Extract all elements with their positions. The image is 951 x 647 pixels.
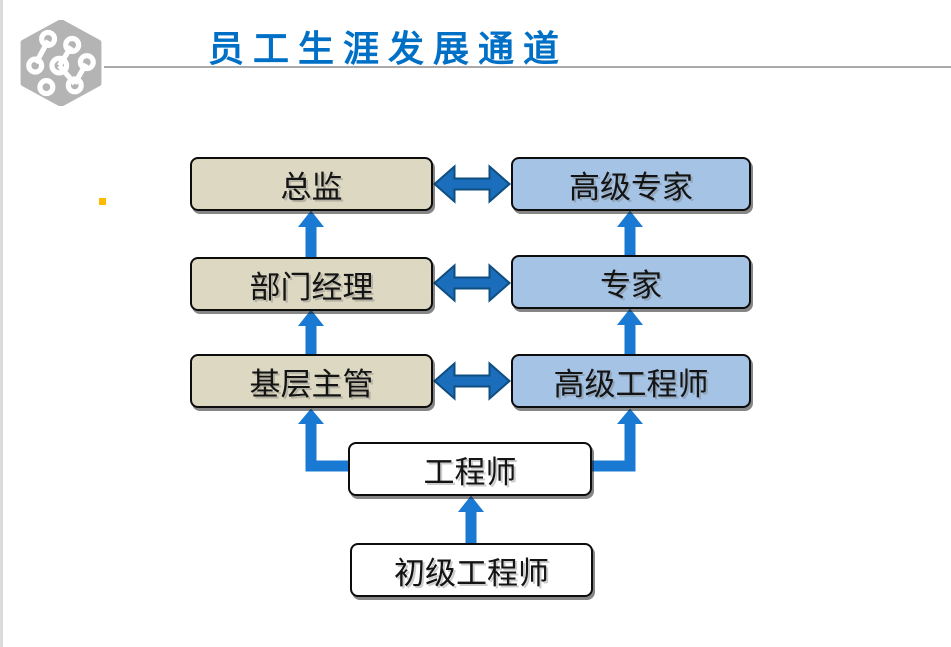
left-edge-strip (0, 0, 3, 647)
elbow-arrow-engineer-to-supervisor (298, 408, 350, 472)
box-expert: 专家 (511, 255, 751, 309)
slide-title: 员工生涯发展通道 (208, 28, 569, 69)
box-junior-engineer: 初级工程师 (350, 543, 593, 597)
elbow-arrow-engineer-to-senior-engineer (590, 408, 643, 472)
up-arrow-senior-engineer-to-expert (617, 308, 643, 356)
up-arrow-junior-engineer-to-engineer (458, 495, 484, 545)
title-underline (104, 66, 951, 68)
up-arrow-supervisor-to-dept-manager (298, 309, 324, 356)
box-director: 总监 (190, 157, 433, 211)
box-department-manager: 部门经理 (190, 257, 433, 311)
box-senior-engineer: 高级工程师 (511, 354, 751, 408)
up-arrow-expert-to-senior-expert (617, 210, 643, 257)
double-arrow-dept-manager-expert (432, 263, 512, 303)
box-senior-expert-label: 高级专家 (569, 169, 693, 206)
bullet-marker (99, 198, 106, 205)
box-department-manager-label: 部门经理 (249, 269, 374, 306)
box-frontline-supervisor: 基层主管 (190, 354, 433, 408)
up-arrow-dept-manager-to-director (298, 210, 324, 259)
network-molecule-logo-icon (20, 20, 102, 106)
box-engineer-label: 工程师 (423, 454, 517, 491)
box-frontline-supervisor-label: 基层主管 (249, 366, 374, 403)
double-arrow-supervisor-senior-engineer (432, 361, 512, 401)
box-junior-engineer-label: 初级工程师 (394, 555, 549, 592)
box-director-label: 总监 (280, 169, 343, 206)
box-engineer: 工程师 (348, 442, 592, 496)
box-expert-label: 专家 (600, 267, 662, 304)
box-senior-engineer-label: 高级工程师 (553, 366, 709, 403)
box-senior-expert: 高级专家 (511, 157, 751, 211)
double-arrow-director-senior-expert (432, 164, 512, 204)
